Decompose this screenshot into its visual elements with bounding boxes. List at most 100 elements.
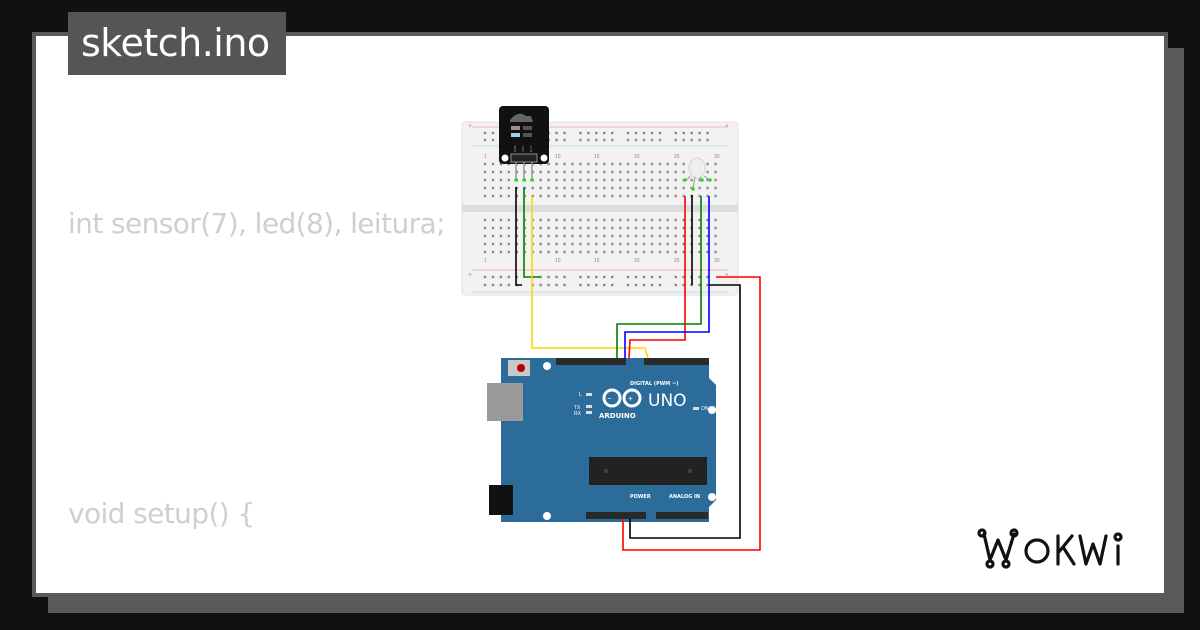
breadboard-hole xyxy=(499,162,503,166)
power-header-label: POWER xyxy=(630,494,651,500)
breadboard-hole xyxy=(491,138,495,142)
breadboard-hole xyxy=(555,250,558,254)
breadboard-hole xyxy=(603,138,606,142)
breadboard-hole xyxy=(611,226,614,230)
breadboard-hole xyxy=(650,162,654,166)
breadboard-hole xyxy=(483,218,487,222)
breadboard-hole xyxy=(507,170,511,174)
breadboard-hole xyxy=(507,234,511,238)
sensor-pin-label: VCC xyxy=(521,145,525,152)
breadboard-hole xyxy=(603,194,606,198)
breadboard-hole xyxy=(690,138,693,142)
breadboard-hole xyxy=(706,242,709,246)
breadboard-hole xyxy=(563,234,566,238)
breadboard-hole xyxy=(587,194,590,198)
breadboard-hole xyxy=(563,194,566,198)
breadboard-hole xyxy=(579,131,582,135)
breadboard-hole xyxy=(698,178,701,182)
breadboard-hole xyxy=(682,250,685,254)
breadboard-hole xyxy=(539,226,542,230)
breadboard-hole xyxy=(563,283,566,287)
breadboard-hole xyxy=(706,226,709,230)
breadboard-hole xyxy=(618,170,622,174)
breadboard-hole xyxy=(706,138,709,142)
breadboard-hole xyxy=(571,186,574,190)
breadboard-hole xyxy=(579,178,582,182)
breadboard-hole xyxy=(491,131,495,135)
breadboard-hole xyxy=(515,170,518,174)
breadboard-hole xyxy=(579,242,582,246)
breadboard-hole xyxy=(714,226,717,230)
wire-black-sensor-gnd xyxy=(515,187,522,286)
breadboard-hole xyxy=(682,242,685,246)
breadboard-hole xyxy=(491,283,495,287)
breadboard-hole xyxy=(587,226,590,230)
breadboard-hole xyxy=(658,178,662,182)
breadboard-hole xyxy=(658,131,662,135)
breadboard-hole xyxy=(626,138,630,142)
breadboard-hole xyxy=(698,250,701,254)
led-label: ON xyxy=(701,406,709,412)
breadboard-hole xyxy=(587,131,590,135)
breadboard-hole xyxy=(650,283,654,287)
breadboard-hole xyxy=(658,218,662,222)
svg-text:+: + xyxy=(628,394,633,403)
breadboard-hole xyxy=(499,226,503,230)
breadboard-hole xyxy=(603,186,606,190)
breadboard-hole xyxy=(706,131,709,135)
breadboard-hole xyxy=(706,186,709,190)
breadboard-hole xyxy=(603,250,606,254)
breadboard-hole xyxy=(603,226,606,230)
breadboard-hole xyxy=(611,250,614,254)
breadboard-hole xyxy=(666,234,670,238)
breadboard-hole xyxy=(682,162,685,166)
breadboard-hole xyxy=(682,226,685,230)
breadboard-hole xyxy=(547,178,550,182)
breadboard-hole xyxy=(611,170,614,174)
breadboard-hole xyxy=(642,194,646,198)
breadboard-hole xyxy=(706,218,709,222)
breadboard-hole xyxy=(618,226,622,230)
breadboard-hole xyxy=(626,234,630,238)
breadboard-hole xyxy=(579,194,582,198)
breadboard-hole xyxy=(611,234,614,238)
breadboard-hole xyxy=(539,194,542,198)
svg-text:−: − xyxy=(607,394,612,403)
breadboard-hole xyxy=(595,234,598,238)
breadboard-hole xyxy=(499,218,503,222)
breadboard-hole xyxy=(563,162,566,166)
svg-text:1: 1 xyxy=(484,154,487,160)
breadboard-hole xyxy=(706,275,709,279)
breadboard-hole xyxy=(571,194,574,198)
breadboard-hole xyxy=(626,170,630,174)
breadboard-hole xyxy=(626,186,630,190)
wire-blue-led xyxy=(624,196,710,358)
breadboard-hole xyxy=(491,186,495,190)
svg-text:20: 20 xyxy=(634,154,640,160)
breadboard-hole xyxy=(714,178,717,182)
breadboard-hole xyxy=(618,162,622,166)
breadboard-hole xyxy=(634,242,638,246)
breadboard-hole xyxy=(706,194,709,198)
breadboard-hole xyxy=(618,218,622,222)
breadboard-hole xyxy=(674,234,677,238)
breadboard-hole xyxy=(618,178,622,182)
breadboard-hole xyxy=(491,170,495,174)
breadboard-hole xyxy=(650,234,654,238)
breadboard-hole xyxy=(499,178,503,182)
svg-text:25: 25 xyxy=(674,154,680,160)
wire-black-gnd xyxy=(629,284,741,539)
breadboard-hole xyxy=(682,234,685,238)
file-name-tab: sketch.ino xyxy=(68,12,286,75)
breadboard-hole xyxy=(579,186,582,190)
breadboard-hole xyxy=(507,250,511,254)
breadboard-hole xyxy=(642,131,646,135)
breadboard-hole xyxy=(634,170,638,174)
code-line: int sensor(7), led(8), leitura; xyxy=(68,207,446,241)
wires xyxy=(515,187,761,551)
breadboard-hole xyxy=(714,162,717,166)
breadboard-hole xyxy=(650,131,654,135)
breadboard-hole xyxy=(634,162,638,166)
breadboard-hole xyxy=(595,242,598,246)
breadboard-hole xyxy=(706,250,709,254)
